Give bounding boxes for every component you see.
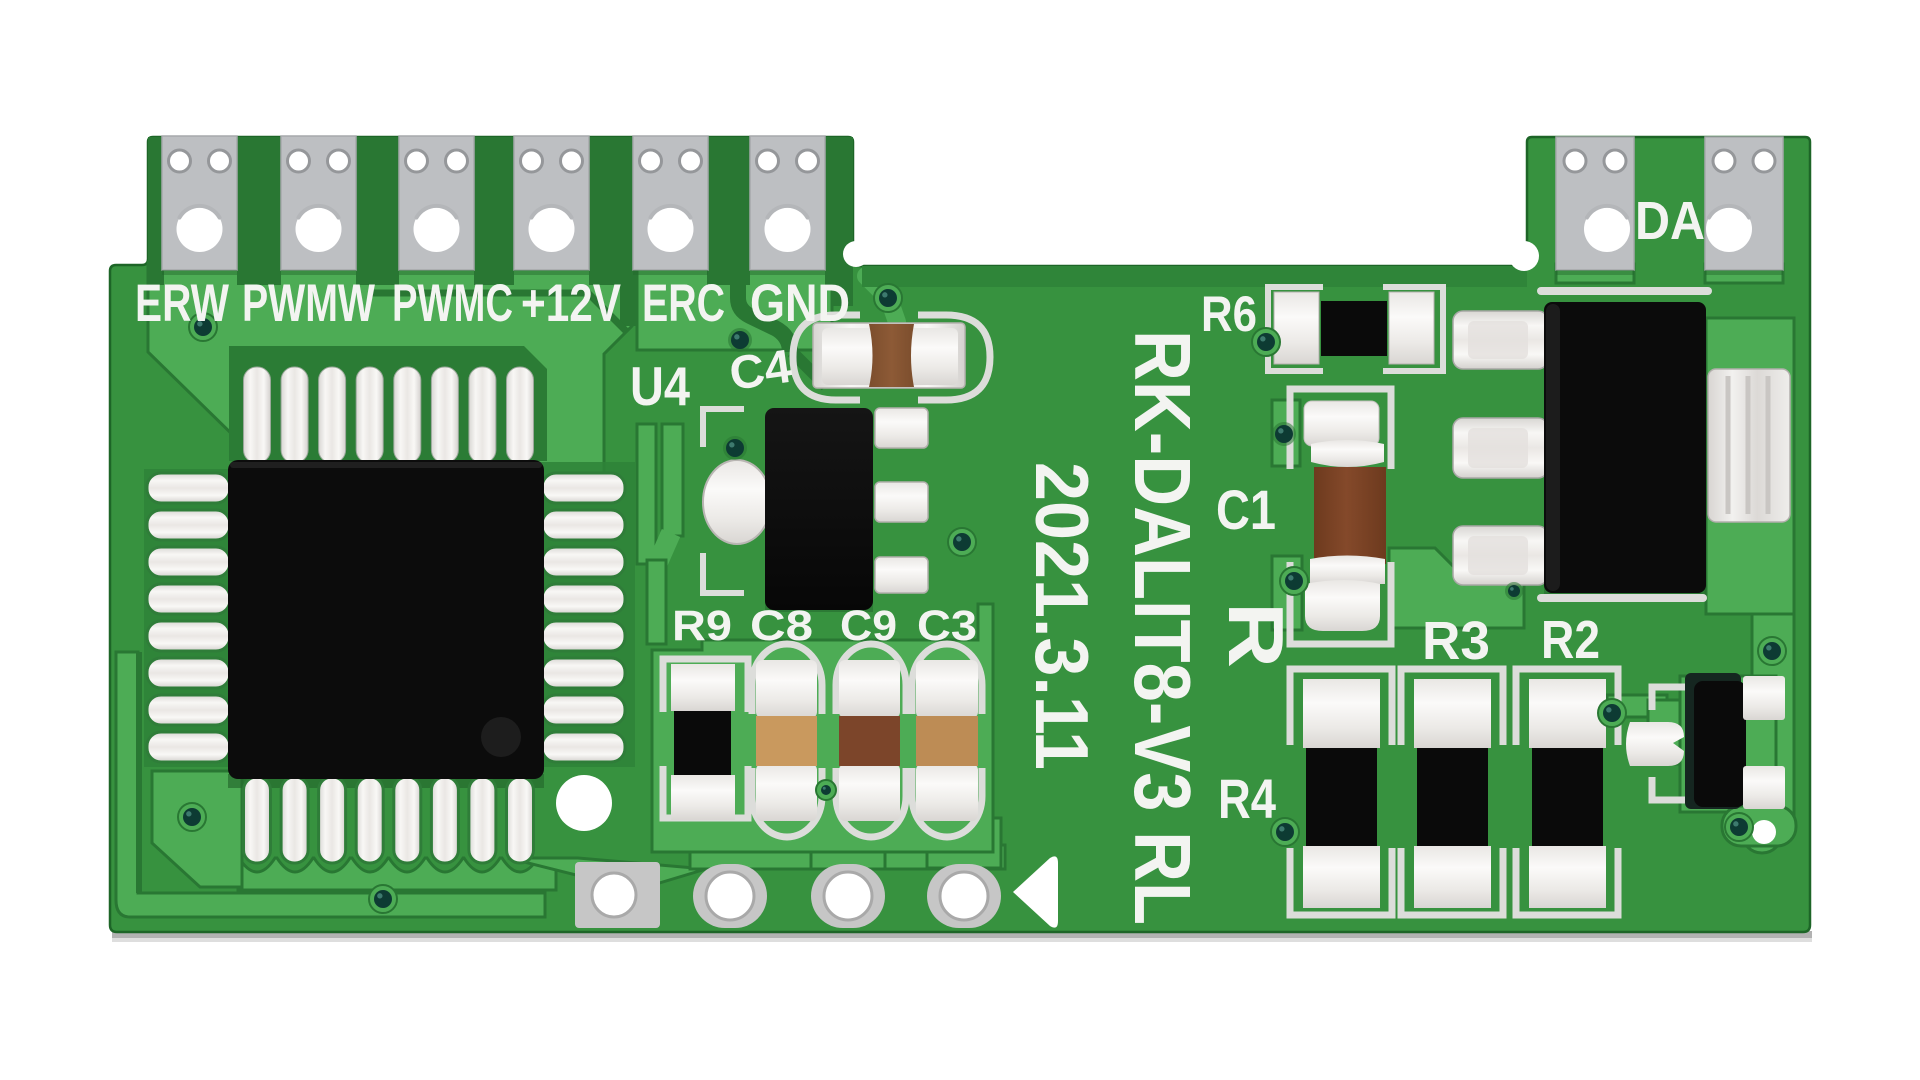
svg-text:U4: U4	[630, 355, 690, 417]
svg-text:RK-DALIT8-V3 RL: RK-DALIT8-V3 RL	[1118, 330, 1207, 925]
svg-text:C9: C9	[840, 602, 897, 650]
svg-text:C8: C8	[750, 602, 813, 650]
svg-text:R4: R4	[1218, 767, 1276, 830]
svg-text:PWMW: PWMW	[242, 274, 375, 333]
svg-text:C3: C3	[917, 602, 977, 650]
svg-text:R3: R3	[1422, 611, 1490, 671]
svg-text:C4: C4	[726, 339, 795, 400]
svg-text:ERW: ERW	[135, 274, 229, 333]
svg-text:R9: R9	[672, 602, 732, 650]
svg-text:DA: DA	[1635, 191, 1705, 251]
svg-text:ERC: ERC	[642, 274, 725, 333]
svg-text:R2: R2	[1541, 610, 1600, 670]
svg-text:2021.3.11: 2021.3.11	[1020, 462, 1104, 770]
svg-text:C1: C1	[1216, 478, 1276, 541]
svg-text:+12V: +12V	[521, 274, 621, 333]
svg-text:R6: R6	[1201, 286, 1257, 342]
svg-text:PWMC: PWMC	[392, 274, 513, 333]
svg-text:GND: GND	[750, 274, 850, 333]
svg-text:R: R	[1212, 602, 1300, 668]
